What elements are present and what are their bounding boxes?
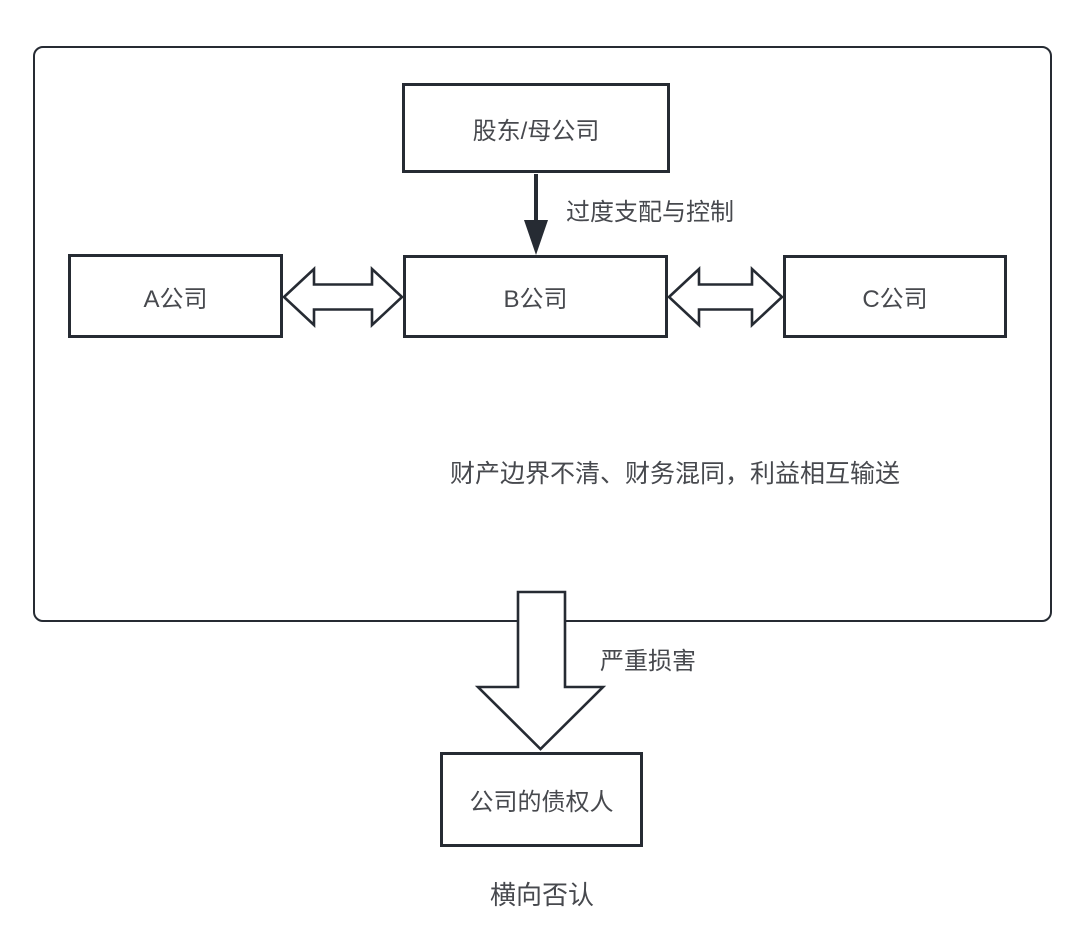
shareholder-node: 股东/母公司 (402, 83, 670, 173)
diagram-caption: 横向否认 (489, 880, 595, 910)
damage-edge-label: 严重损害 (600, 648, 696, 675)
company-c-node-label: C公司 (862, 286, 928, 313)
shareholder-node-label: 股东/母公司 (472, 117, 600, 145)
commingling-note: 财产边界不清、财务混同，利益相互输送 (450, 460, 901, 488)
company-c-node: C公司 (783, 255, 1007, 338)
company-a-node: A公司 (68, 254, 283, 338)
company-b-node-label: B公司 (503, 286, 568, 313)
company-b-node: B公司 (403, 255, 668, 338)
control-edge-label: 过度支配与控制 (566, 199, 734, 226)
company-a-node-label: A公司 (143, 285, 208, 313)
creditors-node: 公司的债权人 (440, 752, 643, 847)
creditors-node-label: 公司的债权人 (469, 789, 614, 816)
